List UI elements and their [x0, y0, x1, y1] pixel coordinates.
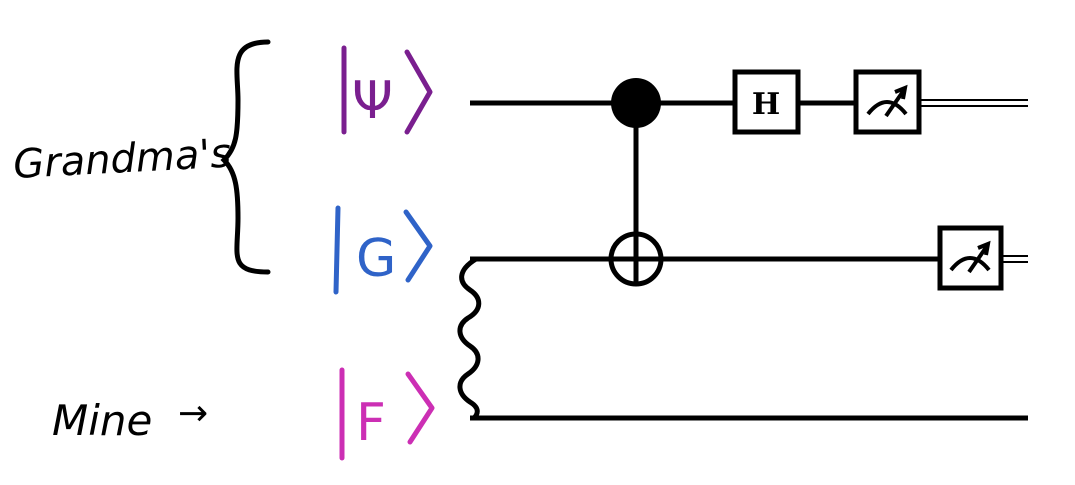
ket-g-symbol: G — [356, 229, 396, 289]
ket-f: F — [339, 367, 435, 461]
meter-arc-icon — [866, 100, 908, 116]
measurement-psi — [853, 69, 922, 135]
ket-g: G — [333, 205, 433, 295]
grandmas-label: Grandma's — [12, 131, 232, 188]
measurement-g — [937, 225, 1004, 291]
classical-wire-psi — [919, 99, 1028, 107]
entanglement-squiggle — [457, 256, 482, 421]
ket-psi-symbol: Ψ — [352, 71, 393, 131]
ket-psi: Ψ — [341, 45, 433, 135]
meter-arc-icon — [949, 256, 991, 272]
classical-wire-g — [1001, 255, 1028, 263]
hadamard-label: H — [752, 87, 780, 122]
ket-f-symbol: F — [356, 393, 386, 453]
mine-arrow: → — [178, 393, 208, 434]
cnot-control-dot — [611, 78, 661, 128]
mine-label: Mine — [52, 396, 152, 445]
meter-needle-icon — [967, 244, 989, 274]
hadamard-gate: H — [732, 69, 801, 135]
meter-needle-icon — [884, 88, 906, 118]
cnot-gate — [608, 78, 664, 287]
grouping-brace — [220, 39, 271, 275]
